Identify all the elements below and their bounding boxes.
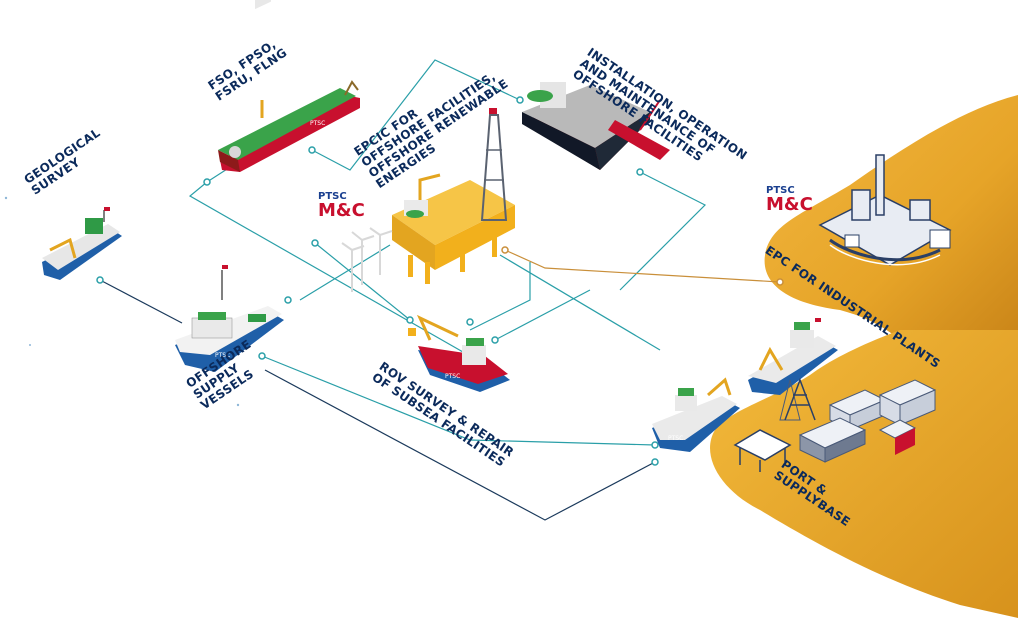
connector-nodes [96,96,784,466]
brand-logo-platform: PTSC M&C [318,192,365,220]
fso-hull-text: PTSC [310,120,325,127]
brand-logo-bottom: M&C [766,194,813,215]
offshore-supply-vessel-illustration: PTSC [175,265,284,372]
rov-hull-text: PTSC [445,373,460,380]
port-crane-illustration [733,377,816,472]
fso-tanker-illustration: PTSC [218,0,360,172]
port-hull-text: PTSC [668,435,683,442]
water-marks [4,196,240,407]
brand-logo-industrial: PTSC M&C [766,186,813,214]
industrial-plant-illustration [818,154,952,266]
connector-platform-orange [504,249,781,283]
connector-platform-port [499,254,661,351]
supply-hull-text: PTSC [215,352,230,359]
brand-logo-bottom: M&C [318,200,365,221]
connector-fso-installation [311,59,521,171]
supply-base-buildings-illustration [779,379,937,463]
installation-barge-illustration [522,82,670,170]
supply-base-ship-illustration [748,318,838,395]
connector-supply-bottom [264,369,656,521]
brand-logo-top: PTSC [318,191,347,202]
rov-survey-ship-illustration: PTSC [408,314,510,392]
brand-logo-top: PTSC [766,185,795,196]
land-lower [710,330,1018,618]
connector-supply-port [261,355,656,446]
connector-platform-rov [299,244,591,341]
connector-dark-lines [99,279,656,521]
epcic-platform-illustration [341,108,515,292]
connector-installation-right [619,171,707,291]
port-ship-illustration: PTSC [652,377,740,452]
geological-survey-ship-illustration [42,207,122,280]
connector-geo-supply [99,279,183,324]
